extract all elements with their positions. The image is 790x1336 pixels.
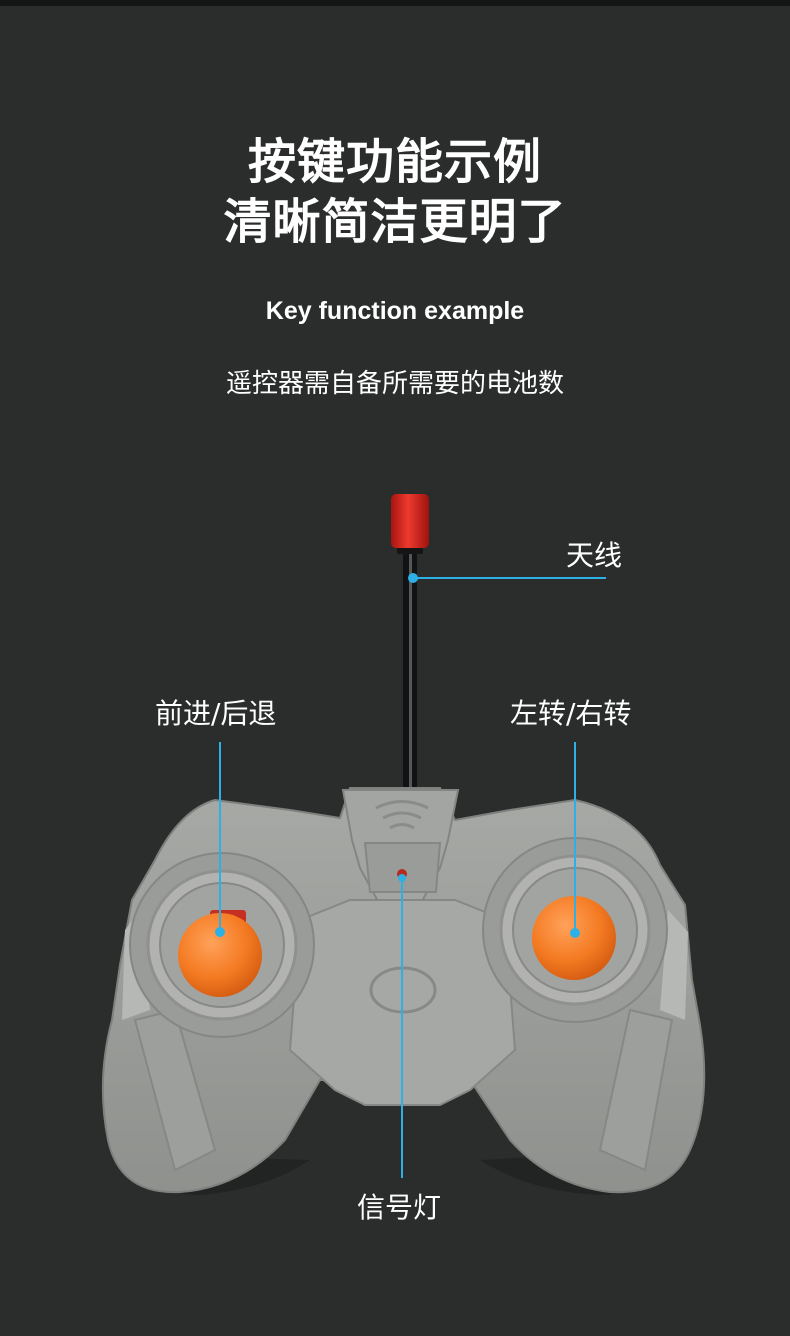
headline-line-1: 按键功能示例 [247, 134, 542, 190]
left-joystick [129, 852, 315, 1038]
top-border-strip [0, 0, 790, 6]
callout-lines [215, 573, 606, 1178]
callout-label-left-right: 左转/右转 [510, 697, 632, 730]
subtitle-english: Key function example [265, 297, 525, 325]
callout-label-signal-light: 信号灯 [357, 1191, 442, 1224]
left-joystick-knob [178, 913, 262, 997]
callout-label-forward-backward: 前进/后退 [155, 697, 277, 730]
headline-line-2: 清晰简洁更明了 [223, 194, 567, 250]
callout-label-antenna: 天线 [566, 539, 623, 572]
antenna-tip [391, 494, 429, 548]
battery-note: 遥控器需自备所需要的电池数 [225, 369, 564, 399]
right-joystick-knob [532, 896, 616, 980]
antenna [391, 494, 429, 795]
controller-body [101, 787, 706, 1195]
